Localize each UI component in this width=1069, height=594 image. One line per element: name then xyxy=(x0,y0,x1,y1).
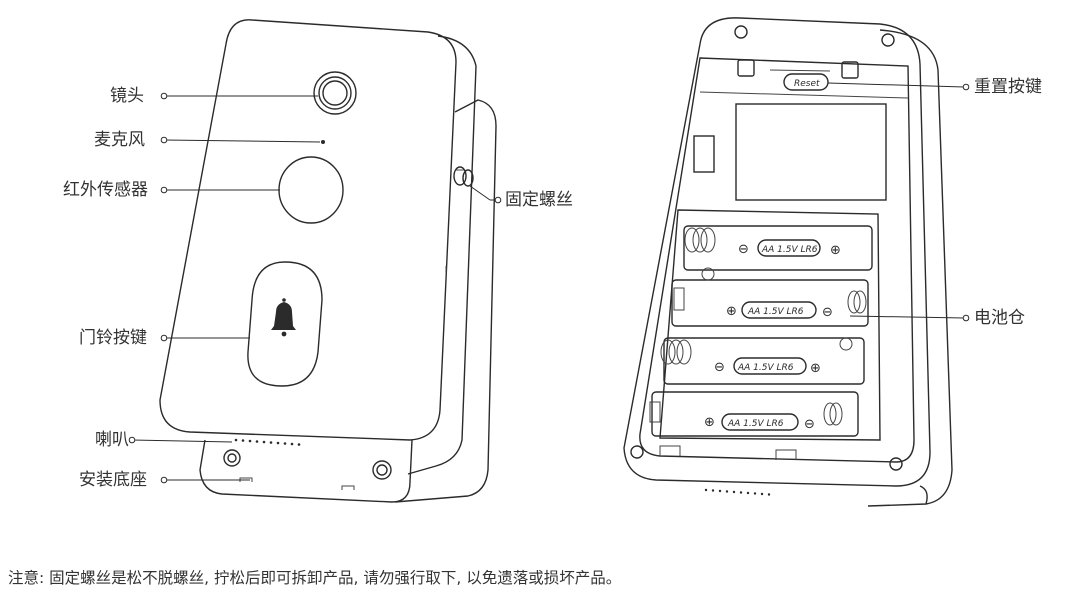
camera-lens xyxy=(313,71,357,115)
label-microphone: 麦克风 xyxy=(94,130,145,150)
battery-cell-2: AA 1.5V LR6 ⊕ ⊖ xyxy=(671,279,869,327)
label-mounting-base: 安装底座 xyxy=(79,470,147,490)
battery-text-4: AA 1.5V LR6 xyxy=(727,419,784,429)
battery-springs xyxy=(649,227,867,426)
plus-symbol-4: ⊕ xyxy=(704,415,715,430)
back-device: Reset AA 1.5V LR6 ⊖ ⊕ xyxy=(623,17,953,507)
mounting-base xyxy=(199,439,413,503)
bell-icon xyxy=(271,298,296,337)
plus-symbol-1: ⊕ xyxy=(830,243,841,258)
label-fixing-screw: 固定螺丝 xyxy=(505,190,573,210)
label-lens: 镜头 xyxy=(110,86,144,106)
label-ir-sensor: 红外传感器 xyxy=(63,180,148,200)
plus-symbol-2: ⊕ xyxy=(726,304,737,319)
battery-compartment: AA 1.5V LR6 ⊖ ⊕ AA 1.5V LR6 ⊕ ⊖ AA 1.5V … xyxy=(649,209,881,441)
minus-symbol-1: ⊖ xyxy=(738,242,749,257)
battery-text-3: AA 1.5V LR6 xyxy=(737,363,794,373)
fixing-screw xyxy=(453,166,474,187)
minus-symbol-4: ⊖ xyxy=(804,417,815,432)
front-device xyxy=(159,19,497,503)
battery-cell-4: AA 1.5V LR6 ⊕ ⊖ xyxy=(651,391,859,437)
ir-sensor xyxy=(278,156,344,224)
label-area xyxy=(735,103,887,201)
plus-symbol-3: ⊕ xyxy=(810,361,821,376)
battery-text-1: AA 1.5V LR6 xyxy=(761,245,818,255)
label-battery-compartment: 电池仓 xyxy=(974,308,1025,328)
label-speaker: 喇叭 xyxy=(95,430,129,450)
doorbell-button xyxy=(247,261,323,387)
connector xyxy=(693,135,715,173)
back-speaker-grille xyxy=(704,488,771,496)
caution-note: 注意: 固定螺丝是松不脱螺丝, 拧松后即可拆卸产品, 请勿强行取下, 以免遗落或… xyxy=(8,569,622,587)
back-shell xyxy=(623,17,931,487)
battery-cell-3: AA 1.5V LR6 ⊖ ⊕ xyxy=(663,337,865,385)
reset-button: Reset xyxy=(769,69,831,91)
minus-symbol-3: ⊖ xyxy=(714,360,725,375)
label-doorbell-button: 门铃按键 xyxy=(79,328,147,348)
microphone-hole xyxy=(321,140,325,144)
speaker-grille xyxy=(234,438,301,446)
leader-lines xyxy=(128,82,970,484)
battery-cell-1: AA 1.5V LR6 ⊖ ⊕ xyxy=(683,225,873,271)
battery-text-2: AA 1.5V LR6 xyxy=(747,307,804,317)
label-reset-button: 重置按键 xyxy=(974,77,1042,97)
minus-symbol-2: ⊖ xyxy=(822,305,833,320)
reset-text: Reset xyxy=(794,79,820,89)
front-shell xyxy=(159,19,457,441)
